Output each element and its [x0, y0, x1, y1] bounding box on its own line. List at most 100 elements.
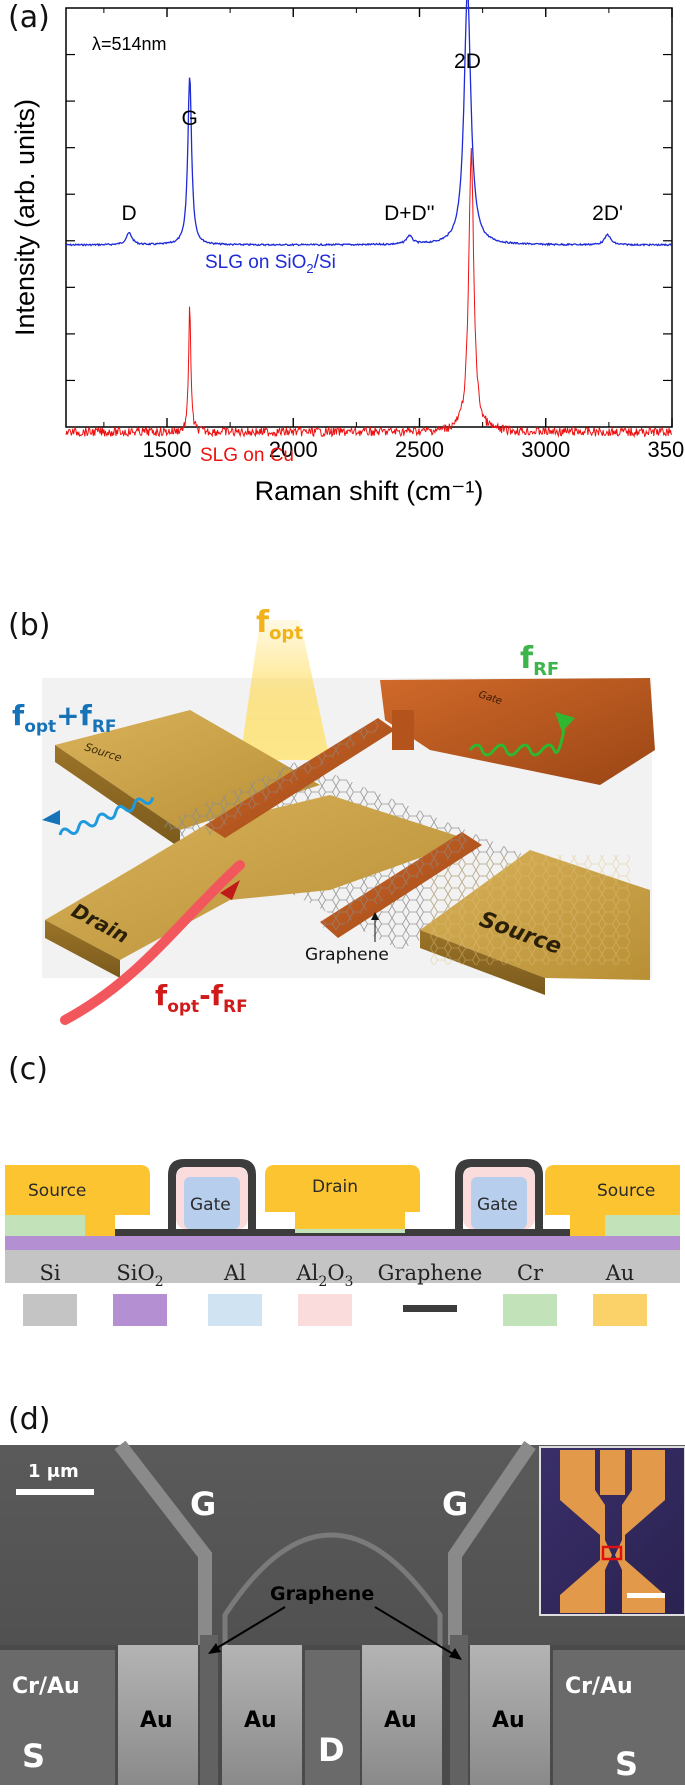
peak-label: D+D''	[384, 202, 435, 225]
legend-swatch	[298, 1294, 352, 1326]
panel-c-label: (c)	[8, 1052, 48, 1087]
au-pad-1	[118, 1645, 198, 1785]
legend-label: Al2O3	[296, 1261, 354, 1290]
x-tick-label: 3000	[521, 437, 570, 462]
legend-swatch	[113, 1294, 167, 1326]
drain-region	[305, 1650, 360, 1785]
source-s-left: S	[22, 1737, 45, 1775]
graphene-arrow-left	[211, 1606, 286, 1652]
al-gate-left	[184, 1177, 240, 1229]
graphene-label: Graphene	[305, 945, 389, 965]
diff-arrow-red	[220, 880, 240, 900]
legend-label: Au	[605, 1261, 635, 1285]
cr-au-label-left: Cr/Au	[12, 1674, 80, 1699]
panel-d-label: (d)	[8, 1402, 51, 1437]
rf-wave-green	[468, 729, 566, 757]
series-label-sio2: SLG on SiO2/Si	[205, 252, 336, 276]
scale-bar-label: 1 μm	[28, 1461, 79, 1482]
plot-frame	[65, 7, 673, 428]
legend-item: Cr	[503, 1261, 557, 1326]
x-tick-label: 2000	[269, 437, 318, 462]
legend-swatch	[23, 1294, 77, 1326]
diff-wave-red	[60, 860, 245, 1025]
legend-swatch	[503, 1294, 557, 1326]
legend-swatch	[593, 1294, 647, 1326]
legend-item: Si	[23, 1261, 77, 1326]
peak-label: D	[122, 202, 137, 225]
graphene-arrowhead-right	[449, 1648, 462, 1660]
legend-item: Au	[593, 1261, 647, 1326]
optical-beam	[240, 620, 330, 760]
peak-label: 2D'	[592, 202, 623, 225]
drain-d-label: D	[318, 1731, 345, 1769]
gate-line-right	[448, 1441, 536, 1645]
legend-item: Al	[208, 1261, 262, 1326]
gate-pad	[380, 678, 655, 785]
au-pad-2	[222, 1645, 302, 1785]
series-line	[65, 147, 673, 439]
au-source-left	[5, 1165, 150, 1236]
gate-finger-right	[450, 1635, 468, 1785]
panel-a-label: (a)	[8, 0, 50, 35]
peak-label: G	[182, 107, 198, 130]
sio2-layer	[5, 1236, 680, 1250]
gate-finger-2	[320, 832, 482, 938]
gate-left-label: Gate	[190, 1195, 231, 1215]
al-gate-right	[471, 1177, 527, 1229]
legend-label: Al	[223, 1261, 246, 1285]
y-axis-label: Intensity (arb. units)	[10, 99, 40, 336]
gate-right-wrap	[455, 1159, 543, 1229]
peak-label: 2D	[454, 50, 481, 73]
f-opt-label: fopt	[256, 605, 303, 644]
device-3d-schematic: Source Drain Source Gate Graphene fopt f…	[12, 605, 655, 1025]
material-legend: Si SiO2 Al Al2O3 Graphene Cr Au	[23, 1261, 647, 1326]
diff-frequency-label: fopt-fRF	[155, 979, 248, 1017]
au-label-4: Au	[492, 1708, 525, 1733]
x-tick-label: 2500	[395, 437, 444, 462]
source-left-label-c: Source	[28, 1181, 86, 1201]
graphene-arrowhead-left	[208, 1643, 221, 1654]
au-pad-3	[362, 1645, 442, 1785]
legend-swatch	[403, 1305, 457, 1312]
graphene-label-d: Graphene	[270, 1583, 374, 1605]
x-axis-label: Raman shift (cm⁻¹)	[255, 476, 484, 506]
raman-chart: 1500 2000 2500 3000 3500Raman shift (cm⁻¹) In…	[10, 0, 685, 506]
wavelength-annotation: λ=514nm	[92, 34, 167, 54]
sem-micrograph: 1 μm G G Graphene Cr/Au Cr/Au Au Au Au A…	[0, 1440, 685, 1785]
legend-item: Al2O3	[296, 1261, 354, 1326]
drain-label-c: Drain	[312, 1177, 358, 1197]
gate-line-left	[114, 1440, 212, 1645]
optical-inset	[539, 1446, 685, 1616]
gate-arch	[222, 1532, 443, 1655]
legend-swatch	[208, 1294, 262, 1326]
si-layer	[5, 1250, 680, 1283]
source-right-label-c: Source	[597, 1181, 655, 1201]
device-cross-section: Gate Gate Source Drain Source	[5, 1159, 680, 1283]
legend-label: Graphene	[378, 1261, 483, 1285]
cr-au-pad-left	[0, 1650, 115, 1785]
x-tick-label: 3500	[648, 437, 685, 462]
au-label-1: Au	[140, 1708, 173, 1733]
legend-label: SiO2	[116, 1261, 163, 1290]
sum-wave-blue	[58, 797, 155, 836]
scale-bar	[16, 1489, 94, 1495]
f-rf-label: fRF	[520, 641, 559, 680]
x-tick-label: 1500	[143, 437, 192, 462]
sum-arrow-blue	[42, 810, 60, 825]
panel-b-label: (b)	[8, 608, 51, 643]
gate-g-left: G	[190, 1485, 216, 1523]
gate-g-right: G	[442, 1485, 468, 1523]
au-pad-4	[470, 1645, 550, 1785]
graphene-pointer-head	[371, 912, 379, 920]
source-s-right: S	[615, 1745, 638, 1783]
au-label-3: Au	[384, 1708, 417, 1733]
gate-right-label: Gate	[477, 1195, 518, 1215]
au-source-right	[545, 1165, 680, 1236]
cr-au-label-right: Cr/Au	[565, 1674, 633, 1699]
source-pad-right	[420, 850, 650, 995]
gate-finger-1	[205, 718, 395, 838]
series-line	[65, 0, 672, 247]
sum-frequency-label: fopt+fRF	[12, 699, 117, 737]
graphene-arrow-right	[374, 1606, 459, 1658]
gate-finger-left	[200, 1635, 218, 1785]
